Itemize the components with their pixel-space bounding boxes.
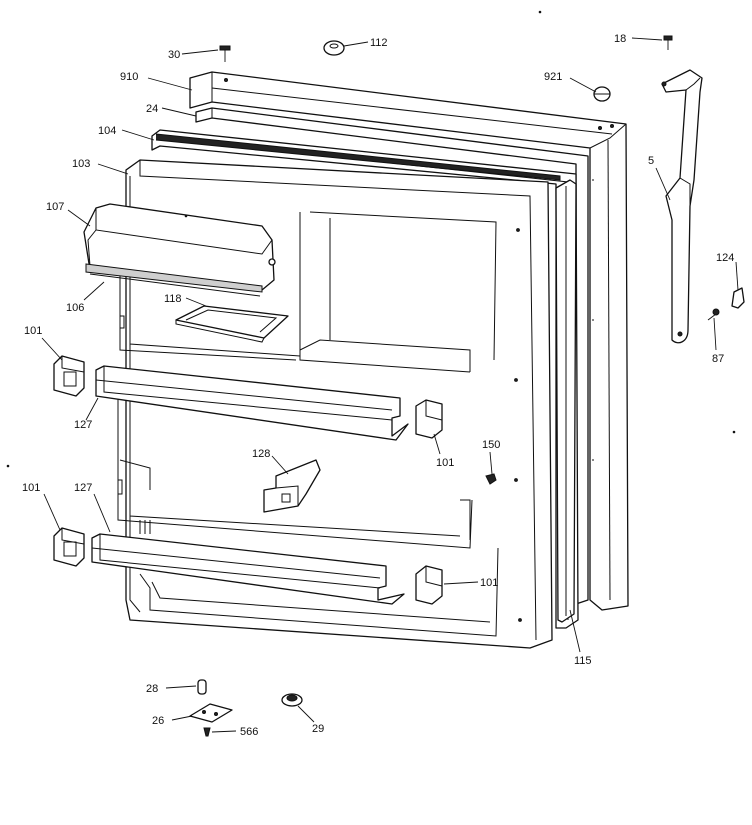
shelf-bracket — [263, 459, 321, 513]
screw-18 — [663, 35, 673, 50]
breaker-strip — [555, 179, 577, 623]
callout-112: 112 — [370, 37, 388, 49]
shelf-end-cap-4 — [415, 565, 443, 605]
scan-specks — [6, 10, 736, 468]
callout-101-upper-right: 101 — [436, 457, 454, 469]
outer-door-frame — [189, 71, 629, 611]
callout-labels: 30 112 18 910 921 24 104 103 5 107 124 1… — [22, 33, 734, 738]
callout-128: 128 — [252, 448, 270, 460]
egg-tray — [175, 305, 289, 343]
dairy-door — [83, 203, 276, 291]
callout-101-lower-right: 101 — [480, 577, 498, 589]
shelf-end-cap-3 — [53, 527, 85, 567]
door-shelf-lower — [91, 533, 405, 605]
handle-screw — [707, 308, 720, 321]
callout-5: 5 — [648, 155, 654, 167]
dairy-bin — [85, 263, 263, 297]
shelf-end-cap-1 — [53, 355, 85, 397]
door-handle — [661, 69, 703, 344]
pin-28 — [197, 679, 207, 695]
callout-101-upper-left: 101 — [24, 325, 42, 337]
callout-115: 115 — [574, 655, 592, 667]
callout-103: 103 — [72, 158, 90, 170]
plug-112 — [323, 40, 345, 56]
leader-lines — [41, 37, 739, 733]
callout-101-lower-left: 101 — [22, 482, 40, 494]
callout-107: 107 — [46, 201, 64, 213]
callout-28: 28 — [146, 683, 158, 695]
callout-18: 18 — [614, 33, 626, 45]
screw-150 — [485, 473, 497, 485]
callout-127-lower: 127 — [74, 482, 92, 494]
callout-127-upper: 127 — [74, 419, 92, 431]
callout-921: 921 — [544, 71, 562, 83]
callout-150: 150 — [482, 439, 500, 451]
callout-24: 24 — [146, 103, 158, 115]
callout-124: 124 — [716, 252, 734, 264]
door-shelf-upper — [95, 365, 409, 441]
callout-104: 104 — [98, 125, 116, 137]
callout-29: 29 — [312, 723, 324, 735]
plug-921 — [593, 86, 611, 102]
screw-566 — [203, 727, 211, 737]
shelf-end-cap-2 — [415, 399, 443, 439]
callout-106: 106 — [66, 302, 84, 314]
screw-30 — [219, 45, 231, 62]
callout-87: 87 — [712, 353, 724, 365]
handle-end-cap — [731, 287, 745, 309]
callout-566: 566 — [240, 726, 258, 738]
callout-26: 26 — [152, 715, 164, 727]
callout-30: 30 — [168, 49, 180, 61]
callout-910: 910 — [120, 71, 138, 83]
hinge-plate-26 — [189, 703, 233, 723]
callout-118: 118 — [164, 293, 182, 305]
bushing-29 — [281, 693, 303, 707]
